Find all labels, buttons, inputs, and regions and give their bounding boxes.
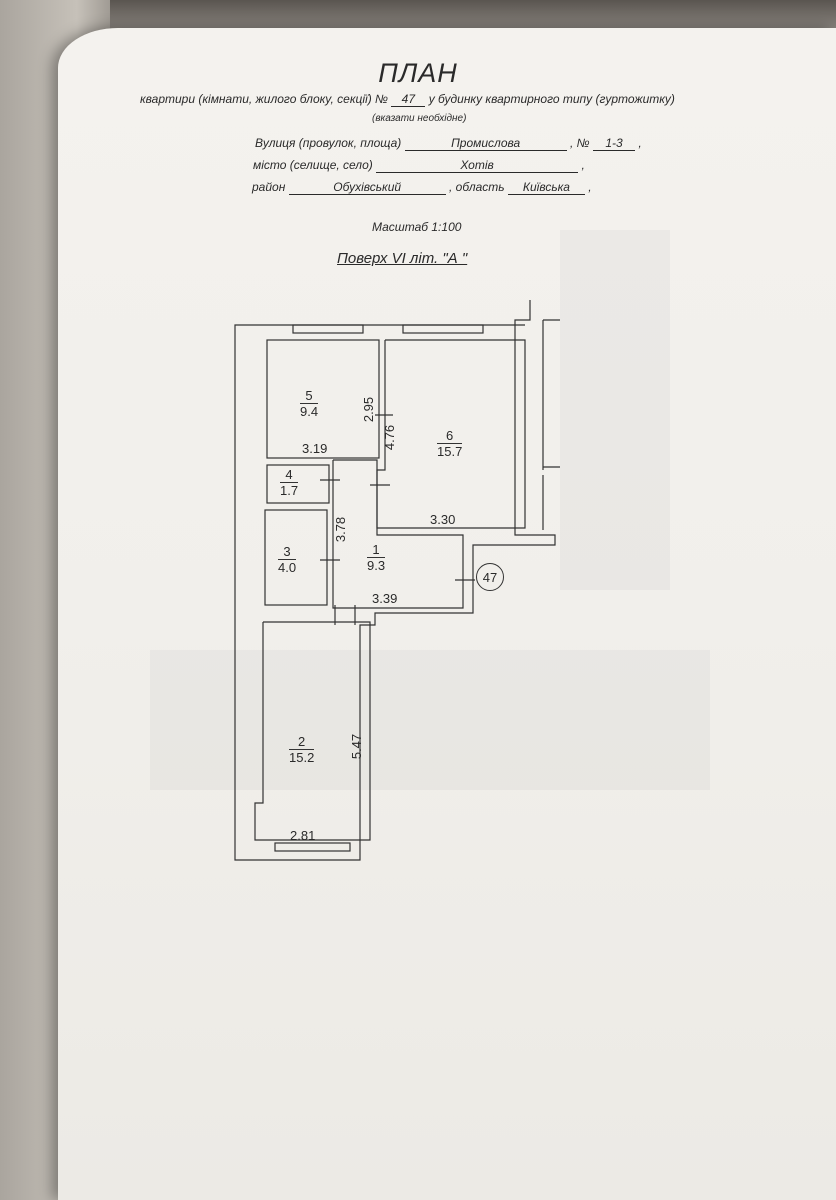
dim-3-39: 3.39 [372,591,398,606]
scale-text: Масштаб 1:100 [372,220,462,234]
room-area: 9.4 [300,404,319,419]
room-number: 1 [367,542,386,558]
room-number: 4 [280,467,299,483]
outer-wall [234,300,556,861]
note-text: (вказати необхідне) [372,113,467,124]
apartment-number: 47 [391,92,426,107]
room-1-label: 1 9.3 [367,542,386,573]
room-number: 5 [300,388,319,404]
apartment-line-suffix: у будинку квартирного типу (гуртожитку) [428,92,675,106]
dim-3-78: 3.78 [333,516,349,543]
showthrough-table [560,230,670,590]
showthrough-table-bottom [150,650,710,790]
room-4-outline [266,464,330,504]
room-area: 9.3 [367,558,386,573]
room-area: 4.0 [278,560,297,575]
number-value: 1-3 [593,136,635,151]
document-sheet [58,28,836,1200]
street-value: Промислова [404,136,567,151]
district-line: район Обухівський , область Київська , [252,180,592,195]
dim-3-30: 3.30 [430,512,456,527]
window-bottom [274,842,351,852]
room-number: 6 [437,428,463,444]
room-number: 3 [278,544,297,560]
room-area: 15.2 [289,750,315,765]
room-1-outline [332,459,464,609]
city-label: місто (селище, село) [253,158,373,172]
dim-2-95: 2.95 [361,396,377,423]
room-3-outline [264,509,328,606]
street-line: Вулиця (провулок, площа) Промислова , № … [255,136,642,151]
floor-plan-drawing [234,300,560,861]
apartment-marker: 47 [476,563,504,591]
room-5-label: 5 9.4 [300,388,319,419]
top-shadow [110,0,836,32]
district-value: Обухівський [288,180,446,195]
window-top-left [292,324,364,334]
floor-text: Поверх VI літ. "А " [337,250,468,267]
dim-3-19: 3.19 [302,441,328,456]
room-area: 15.7 [437,444,463,459]
region-label: область [455,180,505,194]
number-label: № [576,136,590,150]
dim-4-76: 4.76 [382,424,398,451]
region-value: Київська [507,180,585,195]
city-line: місто (селище, село) Хотів , [253,158,585,173]
room-2-outline [254,621,371,841]
room-3-label: 3 4.0 [278,544,297,575]
room-2-label: 2 15.2 [289,734,315,765]
apartment-line: квартири (кімнати, жилого блоку, секції)… [140,92,675,107]
room-number: 2 [289,734,315,750]
dim-5-47: 5.47 [349,733,365,760]
apartment-line-prefix: квартири (кімнати, жилого блоку, секції)… [140,92,389,106]
page-title: ПЛАН [378,58,458,88]
room-area: 1.7 [280,483,299,498]
room-4-label: 4 1.7 [280,467,299,498]
window-top-right [402,324,484,334]
room-6-label: 6 15.7 [437,428,463,459]
street-label: Вулиця (провулок, площа) [255,136,402,150]
city-value: Хотів [376,158,579,173]
dim-2-81: 2.81 [290,828,316,843]
district-label: район [252,180,286,194]
room-5-outline [266,339,380,459]
